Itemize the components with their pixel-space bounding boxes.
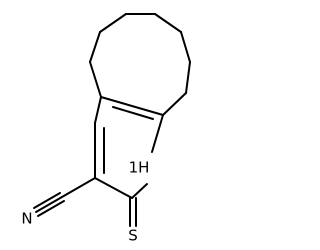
molecule-structure: 1H N S [21,13,191,245]
bond [151,114,164,153]
ring-nitrogen-label: 1H [129,159,150,177]
bond [37,200,65,217]
bond [89,31,101,63]
bond [89,61,102,98]
bond [94,177,133,199]
bond [185,61,191,94]
bond [35,196,63,213]
bond [61,177,96,198]
bond [180,31,191,63]
bond [162,92,187,116]
bond [33,192,61,209]
pyridine-thione-ring [33,96,164,227]
bond [94,96,102,124]
cyclooctane-ring [89,13,191,116]
bond [99,13,127,33]
bond [100,96,164,116]
nitrile-nitrogen-label: N [21,210,32,228]
bond [154,13,182,33]
bond [112,106,154,120]
sulfur-label: S [128,227,138,245]
bond [131,183,148,199]
